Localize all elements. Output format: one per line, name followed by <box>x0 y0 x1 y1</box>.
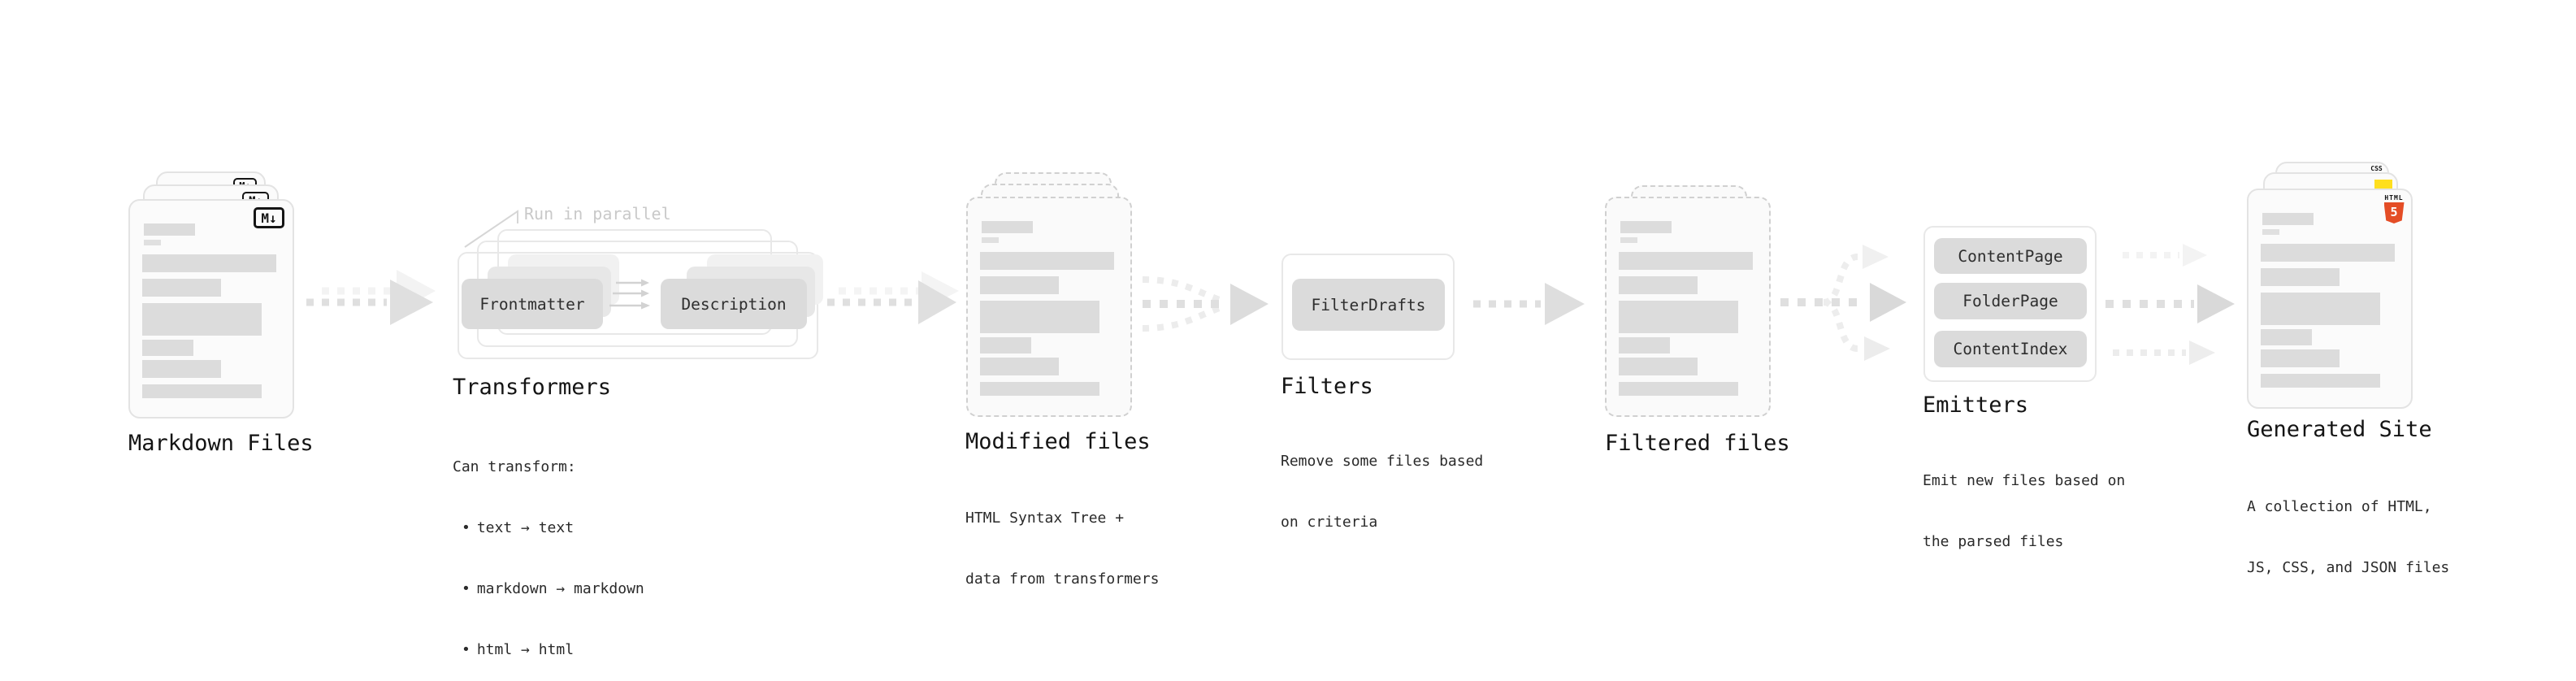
transformers-desc-heading: Can transform: <box>453 458 576 475</box>
flow-arrow-merge-into-filters-icon <box>1142 276 1268 332</box>
modified-files-subtitle: HTML Syntax Tree + data from transformer… <box>965 510 1160 588</box>
markdown-icon: M↓ <box>254 207 284 228</box>
emitter-node-contentindex: ContentIndex <box>1934 331 2087 367</box>
flow-arrow-emitters-to-site-icon <box>2105 244 2235 365</box>
generated-file-html: HTML 5 <box>2247 189 2413 409</box>
filtered-files-title: Filtered files <box>1605 431 1790 456</box>
frontmatter-to-description-arrows-icon <box>609 279 650 310</box>
transformer-node-description: Description <box>661 279 807 329</box>
file-content-bars <box>2249 190 2411 407</box>
emitters-title: Emitters <box>1923 393 2029 418</box>
emitters-subtitle: Emit new files based on the parsed files <box>1923 472 2126 550</box>
html5-logo-icon: HTML 5 <box>2383 194 2405 223</box>
annotation-leader-line-icon <box>464 210 518 248</box>
flow-arrow-fanout-to-emitters-icon <box>1780 245 1906 361</box>
filters-subtitle: Remove some files based on criteria <box>1281 453 1484 531</box>
transformers-title: Transformers <box>453 375 612 400</box>
transformer-capability: •text → text <box>462 519 575 536</box>
filtered-file-front <box>1605 197 1771 417</box>
markdown-file-front: M↓ <box>128 199 294 419</box>
bullet-icon: • <box>462 641 471 658</box>
bullet-icon: • <box>462 519 471 536</box>
generated-site-subtitle: A collection of HTML, JS, CSS, and JSON … <box>2247 498 2450 576</box>
html5-shield-icon: 5 <box>2383 202 2405 223</box>
bullet-icon: • <box>462 580 471 597</box>
run-in-parallel-annotation: Run in parallel <box>524 204 671 223</box>
filter-node-filterdrafts: FilterDrafts <box>1292 279 1445 331</box>
js-file-icon <box>2374 180 2392 189</box>
file-content-bars <box>1607 198 1769 415</box>
transformer-group-box-front <box>458 252 818 359</box>
transformers-description: Can transform: •text → text •markdown → … <box>453 416 644 681</box>
transformer-capability: •markdown → markdown <box>462 580 644 597</box>
emitter-node-contentpage: ContentPage <box>1934 238 2087 274</box>
transformer-capability: •html → html <box>462 641 575 658</box>
transformer-node-frontmatter: Frontmatter <box>462 279 603 329</box>
generated-site-title: Generated Site <box>2247 417 2432 442</box>
filters-group-box <box>1281 254 1455 360</box>
modified-file-front <box>966 197 1132 417</box>
file-content-bars <box>968 198 1130 415</box>
modified-files-title: Modified files <box>965 429 1151 454</box>
filters-title: Filters <box>1281 374 1373 399</box>
file-content-bars <box>130 201 293 417</box>
emitters-group-box <box>1923 226 2097 382</box>
flow-arrow-filters-to-filtered-icon <box>1473 283 1585 325</box>
flow-arrow-transformers-to-modified-icon <box>827 271 959 324</box>
flow-arrow-markdown-to-transformers-icon <box>306 270 436 325</box>
markdown-files-title: Markdown Files <box>128 431 314 456</box>
emitter-node-folderpage: FolderPage <box>1934 283 2087 319</box>
